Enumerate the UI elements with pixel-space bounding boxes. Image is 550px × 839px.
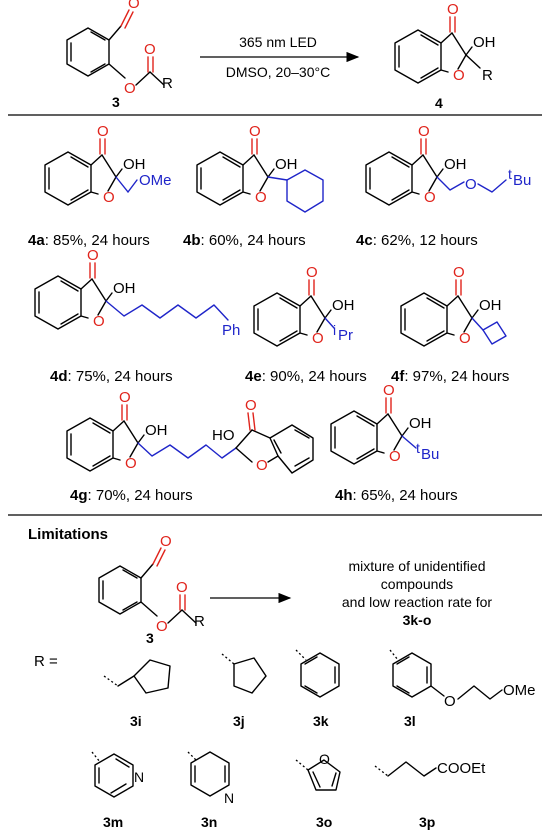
group-3j: 3j xyxy=(221,653,267,729)
group-3k: 3k xyxy=(295,649,340,729)
3m-nitrogen: N xyxy=(134,769,144,785)
4c-superscript: t xyxy=(508,166,512,182)
group-3p: COOEt 3p xyxy=(374,760,486,830)
product-label: 4 xyxy=(435,95,443,111)
4g-caption: 4g: 70%, 24 hours xyxy=(70,487,193,504)
condition-solvent: DMSO, 20–30°C xyxy=(226,64,330,80)
3i-label: 3i xyxy=(130,713,142,729)
cyclohexyl-ring xyxy=(267,169,324,213)
group-3m: N 3m xyxy=(91,751,144,830)
group-3i: 3i xyxy=(103,659,171,729)
4e-substituent: Pr xyxy=(338,327,353,344)
limitations-result-line3: and low reaction rate for xyxy=(342,594,493,610)
4f-caption: 4f: 97%, 24 hours xyxy=(391,368,509,385)
condition-light: 365 nm LED xyxy=(239,34,317,50)
group-3l: O OMe 3l xyxy=(389,649,536,729)
svg-text:O: O xyxy=(465,176,477,193)
4a-caption: 4a: 85%, 24 hours xyxy=(28,232,150,249)
product-4g: O O HO 4g: 70%, 24 hours xyxy=(66,388,314,504)
3k-label: 3k xyxy=(313,713,329,729)
limitations-substrate-label: 3 xyxy=(146,630,154,646)
3p-substituent: COOEt xyxy=(437,760,486,777)
cyclobutyl-ring xyxy=(471,317,507,345)
reactant-R-label: R xyxy=(162,75,173,92)
4d-caption: 4d: 75%, 24 hours xyxy=(50,368,173,385)
limitations-title: Limitations xyxy=(28,526,108,543)
4h-substituent: Bu xyxy=(421,446,439,463)
4b-caption: 4b: 60%, 24 hours xyxy=(183,232,306,249)
limitations-substrate: R 3 xyxy=(98,532,205,646)
limitations-result-line1: mixture of unidentified xyxy=(349,558,486,574)
3m-label: 3m xyxy=(103,814,123,830)
4c-caption: 4c: 62%, 12 hours xyxy=(356,232,478,249)
3l-substituent: OMe xyxy=(503,682,536,699)
4d-substituent: Ph xyxy=(222,322,240,339)
reactant-3-structure: R 3 xyxy=(66,0,173,110)
product-R-label: R xyxy=(482,67,493,84)
limitations-result-bold: 3k-o xyxy=(403,612,432,628)
product-4e: i Pr 4e: 90%, 24 hours xyxy=(245,263,367,385)
product-4d: Ph 4d: 75%, 24 hours xyxy=(34,246,240,385)
3p-label: 3p xyxy=(419,814,435,830)
product-4b: 4b: 60%, 24 hours xyxy=(183,122,324,249)
4g-hydroxy: HO xyxy=(212,427,235,444)
4h-superscript: t xyxy=(416,440,420,456)
product-4a: OMe 4a: 85%, 24 hours xyxy=(28,122,172,249)
svg-text:O: O xyxy=(245,397,257,414)
4a-substituent: OMe xyxy=(139,172,172,189)
group-3n: N 3n xyxy=(187,751,234,830)
limitations-result-line2: compounds xyxy=(381,576,453,592)
reactant-label: 3 xyxy=(112,94,120,110)
3n-label: 3n xyxy=(201,814,217,830)
4h-caption: 4h: 65%, 24 hours xyxy=(335,487,458,504)
4e-superscript: i xyxy=(333,322,336,338)
R-equals-label: R = xyxy=(34,653,58,670)
product-4c: O t Bu 4c: 62%, 12 hours xyxy=(356,122,531,249)
product-4h: t Bu 4h: 65%, 24 hours xyxy=(330,381,458,504)
product-4-structure: R 4 xyxy=(394,0,497,111)
3l-label: 3l xyxy=(404,713,416,729)
limitations-R-label: R xyxy=(194,613,205,630)
3o-label: 3o xyxy=(316,814,332,830)
product-4f: 4f: 97%, 24 hours xyxy=(391,263,509,385)
3n-nitrogen: N xyxy=(224,790,234,806)
3j-label: 3j xyxy=(233,713,245,729)
group-3o: O 3o xyxy=(295,751,341,830)
4c-substituent: Bu xyxy=(513,172,531,189)
svg-text:O: O xyxy=(256,457,268,474)
3o-oxygen: O xyxy=(319,751,330,767)
4e-caption: 4e: 90%, 24 hours xyxy=(245,368,367,385)
svg-text:O: O xyxy=(444,693,456,710)
